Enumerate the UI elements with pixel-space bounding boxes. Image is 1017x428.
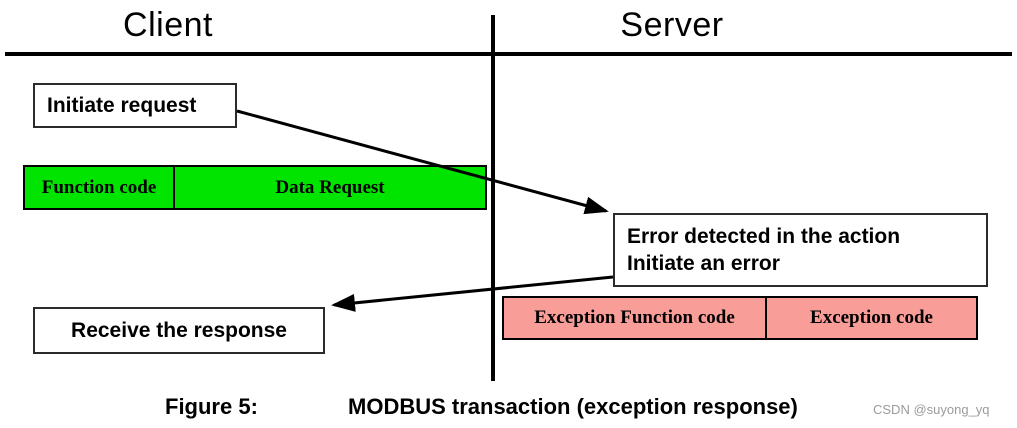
exception-code-cell: Exception code [810,307,933,328]
figure-title: MODBUS transaction (exception response) [348,394,798,419]
request-pdu-bar: Function code Data Request [23,165,487,210]
client-column-header: Client [123,6,213,44]
receive-response-box: Receive the response [33,307,325,354]
exception-function-code-cell: Exception Function code [504,298,767,338]
data-request-cell: Data Request [275,176,385,198]
csdn-watermark: CSDN @suyong_yq [873,402,990,417]
error-detected-box: Error detected in the action Initiate an… [613,213,988,287]
server-column-header: Server [620,6,724,44]
receive-response-label: Receive the response [71,318,287,342]
initiate-request-box: Initiate request [33,83,237,128]
initiate-request-label: Initiate request [47,93,197,117]
error-detected-line2: Initiate an error [627,252,780,275]
figure-number-label: Figure 5: [165,394,258,419]
exception-pdu-bar: Exception Function code Exception code [502,296,978,340]
function-code-cell: Function code [25,167,175,208]
figure-caption: Figure 5: MODBUS transaction (exception … [0,394,1017,422]
error-detected-line1: Error detected in the action [627,225,901,248]
